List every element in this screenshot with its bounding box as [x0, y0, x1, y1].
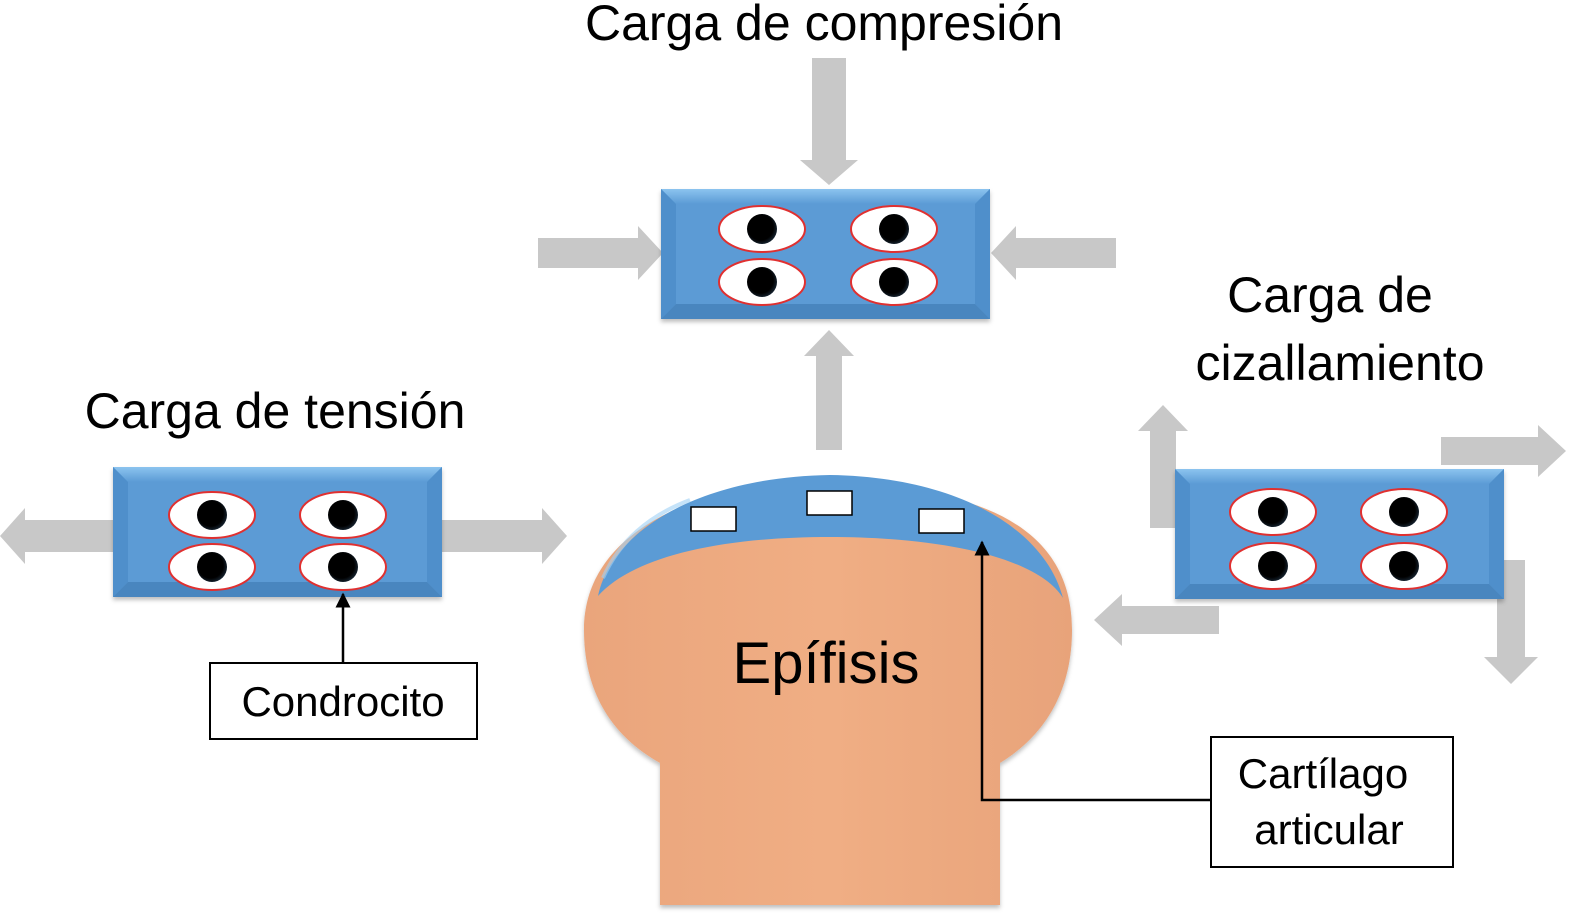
chondrocyte: [168, 491, 256, 539]
chondrocyte: [1229, 488, 1317, 536]
tension-title: Carga de tensión: [85, 383, 466, 439]
chondrocyte: [1229, 542, 1317, 590]
tension-chondrocytes: [168, 491, 387, 591]
chondrocyte: [718, 258, 806, 306]
chondrocyte: [1360, 488, 1448, 536]
shear-arrow-left: [1094, 594, 1219, 646]
shear-group: [1094, 405, 1566, 684]
shear-tissue-block: [1175, 469, 1504, 599]
epiphysis-arrow-up: [804, 330, 854, 450]
cartilage-cell: [918, 508, 965, 534]
chondrocyte: [299, 491, 387, 539]
compression-arrow-down: [800, 58, 858, 185]
chondrocyte-callout-box: [209, 662, 478, 740]
cartilage-callout-box: [1210, 736, 1454, 868]
chondrocyte: [1360, 542, 1448, 590]
compression-title: Carga de compresión: [585, 0, 1063, 51]
chondrocyte-callout-label: Condrocito: [241, 678, 444, 725]
epiphysis-label: Epífisis: [733, 631, 920, 696]
chondrocyte: [850, 258, 938, 306]
cartilage-callout-line1: Cartílago: [1238, 750, 1408, 797]
compression-chondrocytes: [718, 205, 938, 306]
chondrocyte: [718, 205, 806, 253]
epiphysis-group: Epífisis: [584, 475, 1072, 905]
cartilage-callout-line2: articular: [1254, 806, 1403, 853]
compression-group: [538, 58, 1116, 450]
cartilage-cell: [690, 506, 737, 532]
cartilage-highlight: [601, 498, 691, 579]
chondrocyte: [850, 205, 938, 253]
compression-arrow-right: [538, 226, 663, 280]
tension-group: Condrocito: [0, 467, 567, 740]
tension-arrow-right: [440, 508, 567, 564]
compression-tissue-block: [661, 189, 990, 319]
cartilage-cell: [806, 490, 853, 516]
compression-arrow-left: [991, 226, 1116, 280]
articular-cartilage: [598, 475, 1063, 598]
cartilage-pointer-line: [974, 540, 1211, 802]
tension-arrow-left: [0, 508, 115, 564]
chondrocyte: [168, 543, 256, 591]
shear-title-line2: cizallamiento: [1195, 335, 1484, 391]
shear-arrow-right: [1441, 425, 1566, 477]
epiphysis-bone: [584, 483, 1072, 905]
shear-chondrocytes: [1229, 488, 1448, 590]
chondrocyte: [299, 543, 387, 591]
tension-tissue-block: [113, 467, 442, 597]
cartilage-callout: Cartílago articular: [974, 540, 1454, 868]
shear-title-line1: Carga de: [1227, 267, 1433, 323]
